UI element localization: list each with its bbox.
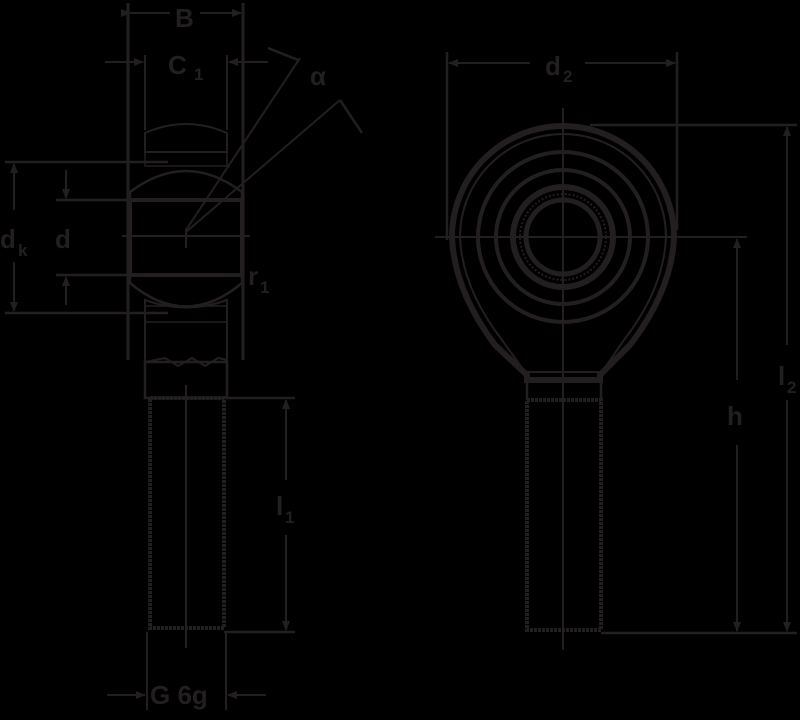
label-dk: d k: [0, 224, 28, 260]
side-view: B C 1 α: [0, 3, 364, 710]
svg-text:d: d: [545, 51, 561, 81]
svg-text:l: l: [778, 361, 785, 391]
label-B: B: [175, 3, 194, 33]
label-G-6g: G 6g: [150, 680, 208, 710]
svg-text:G 6g: G 6g: [150, 680, 208, 710]
svg-text:1: 1: [260, 278, 269, 297]
label-l1: l 1: [276, 491, 294, 527]
svg-text:1: 1: [285, 508, 294, 527]
label-h: h: [727, 401, 743, 431]
label-d: d: [55, 224, 71, 254]
front-view: d 2 h l 2: [435, 51, 797, 650]
svg-text:d: d: [55, 224, 71, 254]
svg-text:r: r: [248, 261, 258, 291]
svg-text:l: l: [276, 491, 283, 521]
svg-text:1: 1: [194, 65, 203, 84]
svg-text:2: 2: [787, 378, 796, 397]
label-d2: d 2: [545, 51, 572, 86]
label-C1: C 1: [168, 50, 203, 84]
svg-text:h: h: [727, 401, 743, 431]
svg-text:C: C: [168, 50, 187, 80]
label-l2: l 2: [778, 361, 796, 397]
svg-text:d: d: [0, 224, 16, 254]
svg-text:B: B: [175, 3, 194, 33]
label-r1: r 1: [248, 261, 269, 297]
svg-text:α: α: [310, 61, 326, 91]
svg-text:k: k: [18, 241, 28, 260]
label-alpha: α: [310, 61, 326, 91]
svg-text:2: 2: [563, 67, 572, 86]
